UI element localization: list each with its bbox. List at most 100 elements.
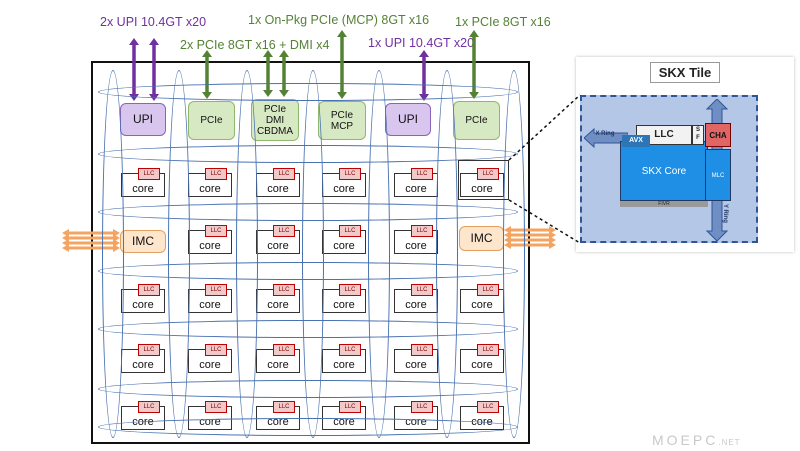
core-tile: LLC core <box>394 168 438 197</box>
upi-right-label: 1x UPI 10.4GT x20 <box>368 36 475 50</box>
core-label: core <box>333 240 355 252</box>
core-tile: LLC core <box>394 344 438 373</box>
pcie-mcp-stop: PCIe MCP <box>318 101 366 140</box>
llc-slice: LLC <box>477 168 499 180</box>
core-label: core <box>132 359 154 371</box>
llc-slice: LLC <box>477 284 499 296</box>
highlighted-tile <box>458 160 509 200</box>
pcie-stop-2-label: PCIe <box>465 115 488 126</box>
core-tile: LLC core <box>460 284 504 313</box>
vertical-ring <box>368 70 390 438</box>
core-label: core <box>199 359 221 371</box>
llc-slice: LLC <box>411 168 433 180</box>
skx-tile-inset: SKX Tile X Ring Y Ring SKX Core LLC AVX … <box>576 57 794 252</box>
core-label: core <box>471 359 493 371</box>
imc-right-label: IMC <box>470 231 493 245</box>
imc-left: IMC <box>120 230 166 253</box>
watermark-main: MOEPC <box>652 432 719 448</box>
callout-line-bottom <box>508 199 581 244</box>
core-label: core <box>471 299 493 311</box>
pcie-stop-1-label: PCIe <box>200 115 223 126</box>
core-tile: LLC core <box>460 168 504 197</box>
core-tile: LLC core <box>322 225 366 254</box>
avx-block: AVX <box>622 135 650 147</box>
vertical-ring <box>503 70 525 438</box>
core-label: core <box>471 183 493 195</box>
core-tile: LLC core <box>188 284 232 313</box>
llc-slice: LLC <box>411 401 433 413</box>
x-ring-label: X Ring <box>595 131 615 137</box>
vertical-ring <box>436 70 458 438</box>
llc-slice: LLC <box>339 401 361 413</box>
llc-slice: LLC <box>411 284 433 296</box>
vertical-ring <box>168 70 190 438</box>
x-ring-arrow <box>584 127 628 149</box>
llc-slice: LLC <box>411 225 433 237</box>
core-label: core <box>132 183 154 195</box>
llc-slice: LLC <box>477 401 499 413</box>
llc-slice: LLC <box>339 168 361 180</box>
core-label: core <box>405 183 427 195</box>
core-tile: LLC core <box>256 344 300 373</box>
llc-slice: LLC <box>339 225 361 237</box>
llc-slice: LLC <box>273 344 295 356</box>
vertical-ring <box>236 70 258 438</box>
llc-slice: LLC <box>477 344 499 356</box>
core-label: core <box>132 299 154 311</box>
core-tile: LLC core <box>322 168 366 197</box>
upi-stop-1-label: UPI <box>132 112 153 126</box>
vertical-ring <box>302 70 324 438</box>
llc-slice: LLC <box>411 344 433 356</box>
core-label: core <box>199 299 221 311</box>
upi-stop-2: UPI <box>385 103 431 136</box>
imc-left-label: IMC <box>132 234 154 248</box>
llc-slice: LLC <box>205 284 227 296</box>
core-tile: LLC core <box>121 168 165 197</box>
core-tile: LLC core <box>256 284 300 313</box>
mlc-block: MLC <box>705 149 731 201</box>
pcie-dmi-label: 2x PCIe 8GT x16 + DMI x4 <box>180 38 330 52</box>
core-label: core <box>333 299 355 311</box>
core-label: core <box>405 359 427 371</box>
llc-slice: LLC <box>138 344 160 356</box>
core-label: core <box>267 240 289 252</box>
cha-block: CHA <box>705 123 731 147</box>
core-label: core <box>267 359 289 371</box>
llc-slice: LLC <box>205 168 227 180</box>
llc-slice: LLC <box>205 225 227 237</box>
pcie-right-label: 1x PCIe 8GT x16 <box>455 15 551 29</box>
pcie-stop-1: PCIe <box>188 101 235 140</box>
skx-core-label: SKX Core <box>641 166 687 177</box>
skx-tile-panel: X Ring Y Ring SKX Core LLC AVX S F CHA M… <box>580 95 758 243</box>
fivr-block: FIVR <box>620 201 708 207</box>
core-label: core <box>267 183 289 195</box>
watermark-suffix: .NET <box>718 438 741 447</box>
on-pkg-pcie-label: 1x On-Pkg PCIe (MCP) 8GT x16 <box>248 13 430 27</box>
llc-slice: LLC <box>273 284 295 296</box>
core-tile: LLC core <box>322 344 366 373</box>
core-tile: LLC core <box>460 344 504 373</box>
core-label: core <box>333 183 355 195</box>
vertical-ring <box>102 70 124 438</box>
core-tile: LLC core <box>121 344 165 373</box>
upi-left-label: 2x UPI 10.4GT x20 <box>100 15 207 29</box>
pcie-dmi-cbdma-label: PCIe DMI CBDMA <box>256 103 294 137</box>
watermark: MOEPC.NET <box>652 432 741 448</box>
llc-slice: LLC <box>138 401 160 413</box>
skx-tile-title: SKX Tile <box>576 62 794 83</box>
core-label: core <box>405 299 427 311</box>
sf-block: S F <box>692 125 704 145</box>
llc-slice: LLC <box>339 344 361 356</box>
callout-line-top <box>508 94 581 161</box>
skx-core-block: SKX Core <box>620 141 708 201</box>
llc-slice: LLC <box>138 168 160 180</box>
skx-tile-title-text: SKX Tile <box>649 62 721 83</box>
core-label: core <box>333 359 355 371</box>
core-label: core <box>267 299 289 311</box>
